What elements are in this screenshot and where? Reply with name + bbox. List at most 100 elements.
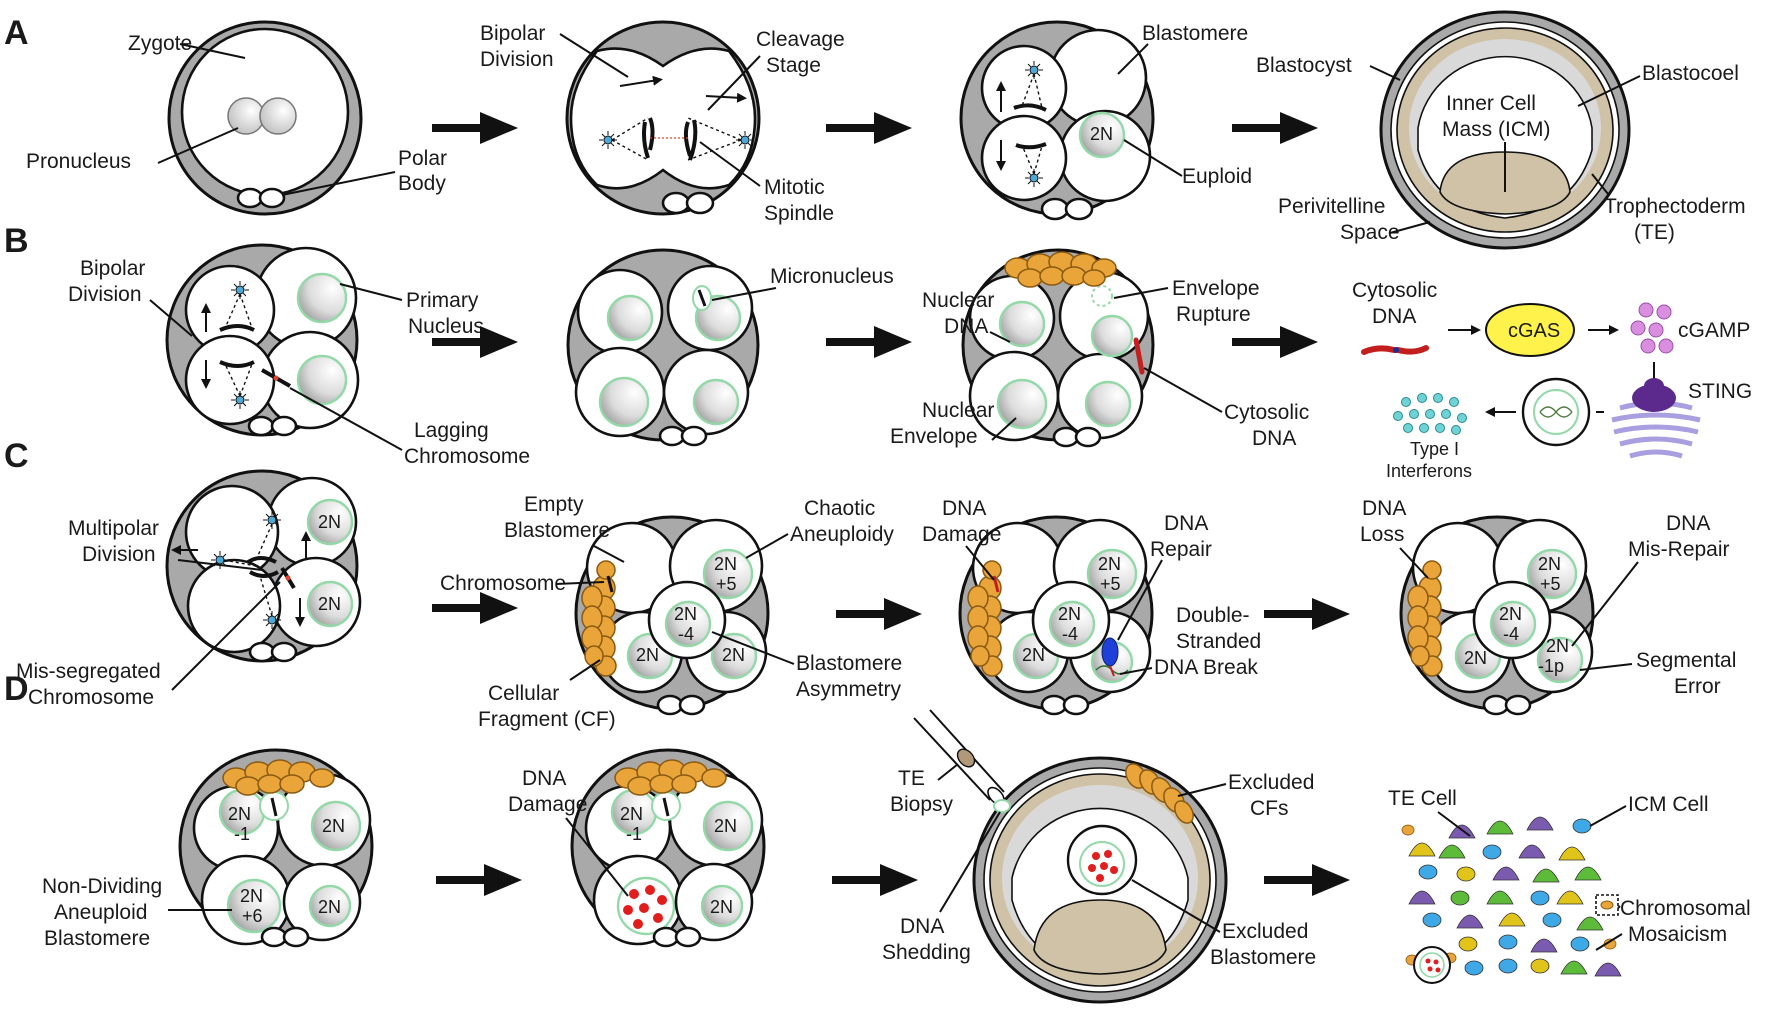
- label-damage-d-1: DNA: [522, 767, 566, 790]
- te-cell: [1492, 866, 1520, 881]
- label-te-cell: TE Cell: [1388, 787, 1457, 810]
- label-biopsy-2: Biopsy: [890, 793, 954, 816]
- label-bipolar-b-2: Division: [68, 283, 142, 306]
- label-c2-minus4: -4: [678, 624, 694, 644]
- label-polar-body-1: Polar: [398, 147, 447, 170]
- label-c3-2n-b: 2N: [1058, 604, 1081, 624]
- label-d2-2n-c: 2N: [710, 897, 733, 917]
- label-c2-2n-c: 2N: [636, 645, 659, 665]
- icm-cell: [1450, 890, 1470, 906]
- label-zygote: Zygote: [128, 32, 192, 55]
- label-bipolar-a-2: Division: [480, 48, 554, 71]
- label-shedding-2: Shedding: [882, 941, 971, 964]
- label-dsb-2: Stranded: [1176, 630, 1261, 653]
- icm-cell: [1482, 844, 1502, 860]
- label-excluded-cfs-1: Excluded: [1228, 771, 1314, 794]
- nuclear-dna-nucleus: [998, 300, 1046, 348]
- label-perivitelline-2: Space: [1340, 221, 1400, 244]
- fragments-d2: [614, 759, 727, 796]
- label-misrepair-1: DNA: [1666, 512, 1710, 535]
- label-2n-c1: 2N: [318, 512, 341, 532]
- label-loss-2: Loss: [1360, 523, 1404, 546]
- te-cell: [1518, 844, 1546, 859]
- label-excluded-cfs-2: CFs: [1250, 797, 1289, 820]
- label-d1-2n-b: 2N: [322, 816, 345, 836]
- arrow-c1: [432, 592, 518, 624]
- label-bipolar-a-1: Bipolar: [480, 22, 545, 45]
- label-c2-plus5: +5: [716, 574, 737, 594]
- label-damage-c-1: DNA: [942, 497, 986, 520]
- label-damage-d-2: Damage: [508, 793, 587, 816]
- label-envelope-rupture-1: Envelope: [1172, 277, 1260, 300]
- panel-label-c: C: [4, 437, 29, 475]
- euploid-nucleus: [1078, 111, 1126, 159]
- interferon-cluster: [1393, 393, 1467, 435]
- label-non-dividing-1: Non-Dividing: [42, 875, 162, 898]
- label-asymmetry-2: Asymmetry: [796, 678, 902, 701]
- label-chromosome: Chromosome: [440, 572, 566, 595]
- label-nuclear-env-2: Envelope: [890, 425, 978, 448]
- ruptured-envelope: [1091, 285, 1113, 307]
- envelope-rupture-embryo: [961, 248, 1155, 448]
- label-blastomere: Blastomere: [1142, 22, 1248, 45]
- label-mitotic-1: Mitotic: [764, 176, 825, 199]
- nuclear-envelope-nucleus: [996, 378, 1048, 430]
- arrow-a3: [1232, 112, 1318, 144]
- label-dsb-3: DNA Break: [1154, 656, 1258, 679]
- label-non-dividing-3: Blastomere: [44, 927, 150, 950]
- label-multipolar-1: Multipolar: [68, 517, 159, 540]
- arrow-d1: [436, 864, 522, 896]
- sting-golgi: [1611, 378, 1701, 459]
- label-2n-c2: 2N: [318, 594, 341, 614]
- cgas-sting-pathway: [1361, 302, 1701, 459]
- icm-cell: [1498, 958, 1518, 974]
- label-c3-2n-a: 2N: [1098, 554, 1121, 574]
- panel-label-a: A: [4, 14, 29, 52]
- label-blastocoel: Blastocoel: [1642, 62, 1739, 85]
- icm-cell: [1418, 864, 1438, 880]
- label-c2-2n-b: 2N: [674, 604, 697, 624]
- label-cleavage-1: Cleavage: [756, 28, 845, 51]
- label-c4-minus4: -4: [1503, 624, 1519, 644]
- fragments-c3: [967, 560, 1003, 677]
- icm-cell: [1498, 934, 1518, 950]
- label-mosaicism-1: Chromosomal: [1620, 897, 1751, 920]
- repair-complex: [1101, 637, 1119, 667]
- arrow-b2: [826, 326, 912, 358]
- zygote-diagram: [167, 20, 363, 216]
- cleavage-embryo: [565, 20, 761, 216]
- label-c4-2n-a: 2N: [1538, 554, 1561, 574]
- label-loss-1: DNA: [1362, 497, 1406, 520]
- label-icm-1: Inner Cell: [1446, 92, 1536, 115]
- te-cell: [1408, 890, 1436, 905]
- arrow-d3: [1264, 864, 1350, 896]
- label-cytosolic-cell-1: Cytosolic: [1224, 401, 1309, 424]
- label-micronucleus: Micronucleus: [770, 265, 894, 288]
- label-interferons-1: Type I: [1410, 439, 1459, 459]
- label-d1-2n-a: 2N: [228, 804, 251, 824]
- icm-cell: [1542, 912, 1562, 928]
- polar-body-shape: [236, 187, 264, 209]
- lagging-chromosome-embryo: [165, 243, 360, 437]
- label-blastocyst: Blastocyst: [1256, 54, 1352, 77]
- aneuploid-embryo-c2: [574, 515, 770, 716]
- te-cell: [1556, 890, 1584, 905]
- label-c3-plus5: +5: [1100, 574, 1121, 594]
- label-lagging-1: Lagging: [414, 419, 489, 442]
- label-nuclear-dna-1: Nuclear: [922, 289, 994, 312]
- fragments-d3: [1125, 763, 1194, 824]
- te-cell: [1530, 938, 1558, 953]
- label-envelope-rupture-2: Rupture: [1176, 303, 1251, 326]
- label-c4-2n-c: 2N: [1464, 648, 1487, 668]
- label-bipolar-b-1: Bipolar: [80, 257, 145, 280]
- label-c3-minus4: -4: [1062, 624, 1078, 644]
- dna-loss-embryo-c4: [1399, 515, 1595, 716]
- label-c4-2n-d: 2N: [1546, 636, 1569, 656]
- damage-dots-d2: [623, 885, 667, 929]
- icm-cell: [1572, 818, 1592, 834]
- label-d1-2n-d: 2N: [318, 897, 341, 917]
- te-cell: [1532, 868, 1560, 883]
- label-perivitelline-1: Perivitelline: [1278, 195, 1385, 218]
- label-c4-minus1p: -1p: [1538, 656, 1564, 676]
- label-damage-c-2: Damage: [922, 523, 1001, 546]
